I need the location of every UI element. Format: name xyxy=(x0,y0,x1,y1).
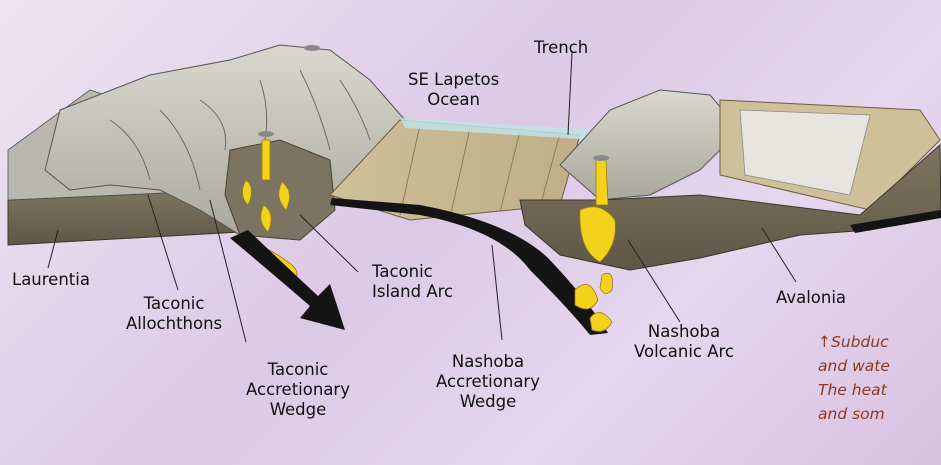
label-trench: Trench xyxy=(534,38,588,58)
nashoba-mountain xyxy=(560,90,740,200)
taconic-summit-vent xyxy=(304,45,320,51)
taconic-vent xyxy=(258,131,274,137)
caption-text: ↑Subduc and wate The heat and som xyxy=(818,330,941,426)
label-laurentia: Laurentia xyxy=(12,270,90,290)
taconic-subduction-arrow xyxy=(230,230,345,330)
nashoba-vent xyxy=(593,155,609,161)
label-avalonia: Avalonia xyxy=(776,288,846,308)
